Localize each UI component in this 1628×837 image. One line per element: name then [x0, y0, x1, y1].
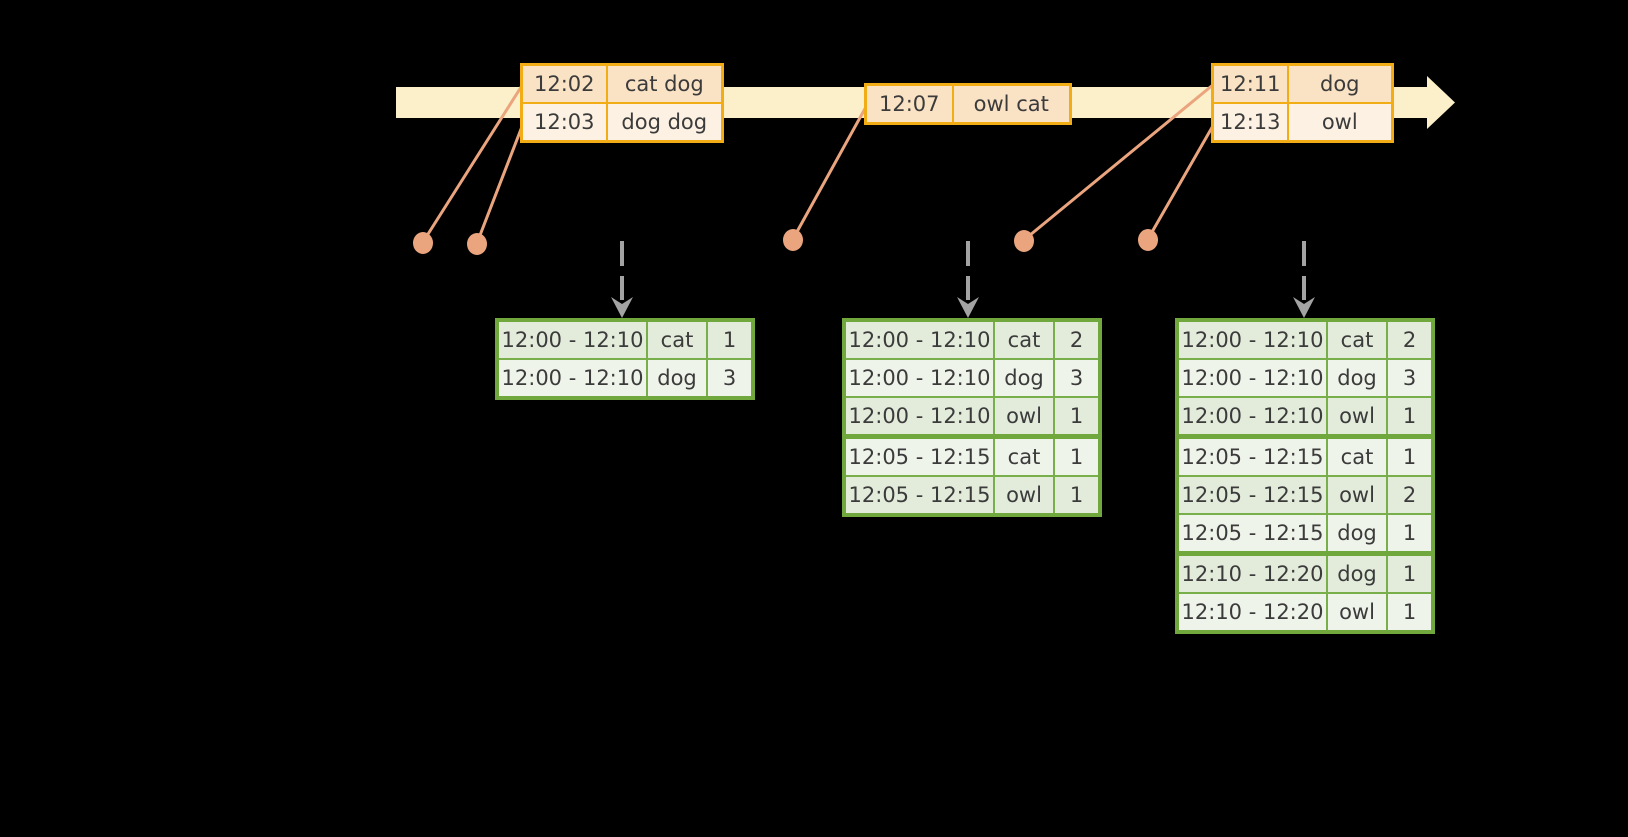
connector-line [475, 123, 525, 244]
window-cell: 12:05 - 12:15 [1176, 434, 1328, 477]
word-cell: owl [993, 475, 1055, 516]
event-time-cell: 12:13 [1211, 102, 1289, 143]
result-row: 12:05 - 12:15 cat 1 [843, 434, 1101, 477]
result-row: 12:05 - 12:15 cat 1 [1176, 434, 1434, 477]
word-cell: dog [1326, 358, 1388, 398]
word-cell: owl [1326, 592, 1388, 633]
window-cell: 12:05 - 12:15 [843, 475, 995, 516]
window-cell: 12:00 - 12:10 [843, 358, 995, 398]
result-row: 12:00 - 12:10 cat 2 [1176, 319, 1434, 360]
event-words-cell: owl [1286, 102, 1394, 143]
result-row: 12:10 - 12:20 owl 1 [1176, 592, 1434, 633]
event-time-cell: 12:03 [520, 102, 608, 143]
event-dot [467, 233, 487, 255]
word-cell: owl [1326, 396, 1388, 438]
word-cell: cat [1326, 319, 1388, 360]
count-cell: 1 [1053, 475, 1101, 516]
trigger-arrow [1293, 241, 1315, 318]
result-row: 12:05 - 12:15 owl 2 [1176, 475, 1434, 515]
window-cell: 12:00 - 12:10 [1176, 319, 1328, 360]
event-row: 12:07 owl cat [864, 83, 1072, 125]
trigger-arrowhead-icon [957, 297, 979, 318]
window-cell: 12:00 - 12:10 [843, 319, 995, 360]
result-table-1: 12:00 - 12:10 cat 1 12:00 - 12:10 dog 3 [495, 318, 755, 400]
trigger-arrow [957, 241, 979, 318]
event-dot [1014, 230, 1034, 252]
result-row: 12:10 - 12:20 dog 1 [1176, 551, 1434, 594]
word-cell: dog [1326, 513, 1388, 555]
word-cell: cat [646, 319, 708, 360]
result-row: 12:00 - 12:10 dog 3 [843, 358, 1101, 398]
count-cell: 1 [1053, 396, 1101, 438]
timeline-arrowhead-icon [1427, 76, 1455, 129]
event-time-cell: 12:02 [520, 63, 608, 104]
event-dot [1138, 229, 1158, 251]
count-cell: 2 [1053, 319, 1101, 360]
event-row: 12:02 cat dog [520, 63, 724, 104]
count-cell: 1 [1386, 551, 1434, 594]
result-table-2: 12:00 - 12:10 cat 2 12:00 - 12:10 dog 3 … [842, 318, 1102, 517]
result-row: 12:00 - 12:10 cat 1 [496, 319, 754, 360]
result-row: 12:00 - 12:10 owl 1 [1176, 396, 1434, 438]
word-cell: cat [993, 434, 1055, 477]
count-cell: 1 [706, 319, 754, 360]
word-cell: dog [646, 358, 708, 399]
event-table-2: 12:07 owl cat [864, 83, 1072, 125]
count-cell: 2 [1386, 319, 1434, 360]
count-cell: 3 [1053, 358, 1101, 398]
window-cell: 12:10 - 12:20 [1176, 592, 1328, 633]
event-table-1: 12:02 cat dog 12:03 dog dog [520, 63, 724, 143]
word-cell: cat [993, 319, 1055, 360]
trigger-arrowhead-icon [611, 297, 633, 318]
event-time-cell: 12:11 [1211, 63, 1289, 104]
word-cell: dog [993, 358, 1055, 398]
result-row: 12:00 - 12:10 dog 3 [1176, 358, 1434, 398]
event-words-cell: owl cat [951, 83, 1072, 125]
window-cell: 12:05 - 12:15 [1176, 513, 1328, 555]
count-cell: 1 [1386, 396, 1434, 438]
connector-line [1146, 123, 1216, 240]
trigger-arrow [611, 241, 633, 318]
count-cell: 2 [1386, 475, 1434, 515]
count-cell: 3 [1386, 358, 1434, 398]
event-words-cell: dog [1286, 63, 1394, 104]
window-cell: 12:00 - 12:10 [1176, 396, 1328, 438]
window-cell: 12:00 - 12:10 [496, 319, 648, 360]
event-words-cell: dog dog [605, 102, 724, 143]
event-dot [783, 229, 803, 251]
event-row: 12:13 owl [1211, 102, 1394, 143]
result-table-3: 12:00 - 12:10 cat 2 12:00 - 12:10 dog 3 … [1175, 318, 1435, 634]
result-row: 12:05 - 12:15 owl 1 [843, 475, 1101, 516]
word-cell: owl [993, 396, 1055, 438]
window-cell: 12:05 - 12:15 [1176, 475, 1328, 515]
window-cell: 12:05 - 12:15 [843, 434, 995, 477]
connector-line [421, 83, 525, 243]
count-cell: 1 [1386, 434, 1434, 477]
result-row: 12:00 - 12:10 dog 3 [496, 358, 754, 399]
word-cell: owl [1326, 475, 1388, 515]
count-cell: 1 [1053, 434, 1101, 477]
word-cell: cat [1326, 434, 1388, 477]
word-cell: dog [1326, 551, 1388, 594]
event-dot [413, 232, 433, 254]
count-cell: 1 [1386, 592, 1434, 633]
count-cell: 3 [706, 358, 754, 399]
window-cell: 12:00 - 12:10 [1176, 358, 1328, 398]
connector-line [791, 104, 869, 240]
window-cell: 12:00 - 12:10 [843, 396, 995, 438]
event-words-cell: cat dog [605, 63, 724, 104]
result-row: 12:00 - 12:10 cat 2 [843, 319, 1101, 360]
result-row: 12:00 - 12:10 owl 1 [843, 396, 1101, 438]
count-cell: 1 [1386, 513, 1434, 555]
window-cell: 12:00 - 12:10 [496, 358, 648, 399]
window-cell: 12:10 - 12:20 [1176, 551, 1328, 594]
trigger-arrowhead-icon [1293, 297, 1315, 318]
event-table-3: 12:11 dog 12:13 owl [1211, 63, 1394, 143]
event-time-cell: 12:07 [864, 83, 954, 125]
event-row: 12:11 dog [1211, 63, 1394, 104]
result-row: 12:05 - 12:15 dog 1 [1176, 513, 1434, 555]
event-row: 12:03 dog dog [520, 102, 724, 143]
